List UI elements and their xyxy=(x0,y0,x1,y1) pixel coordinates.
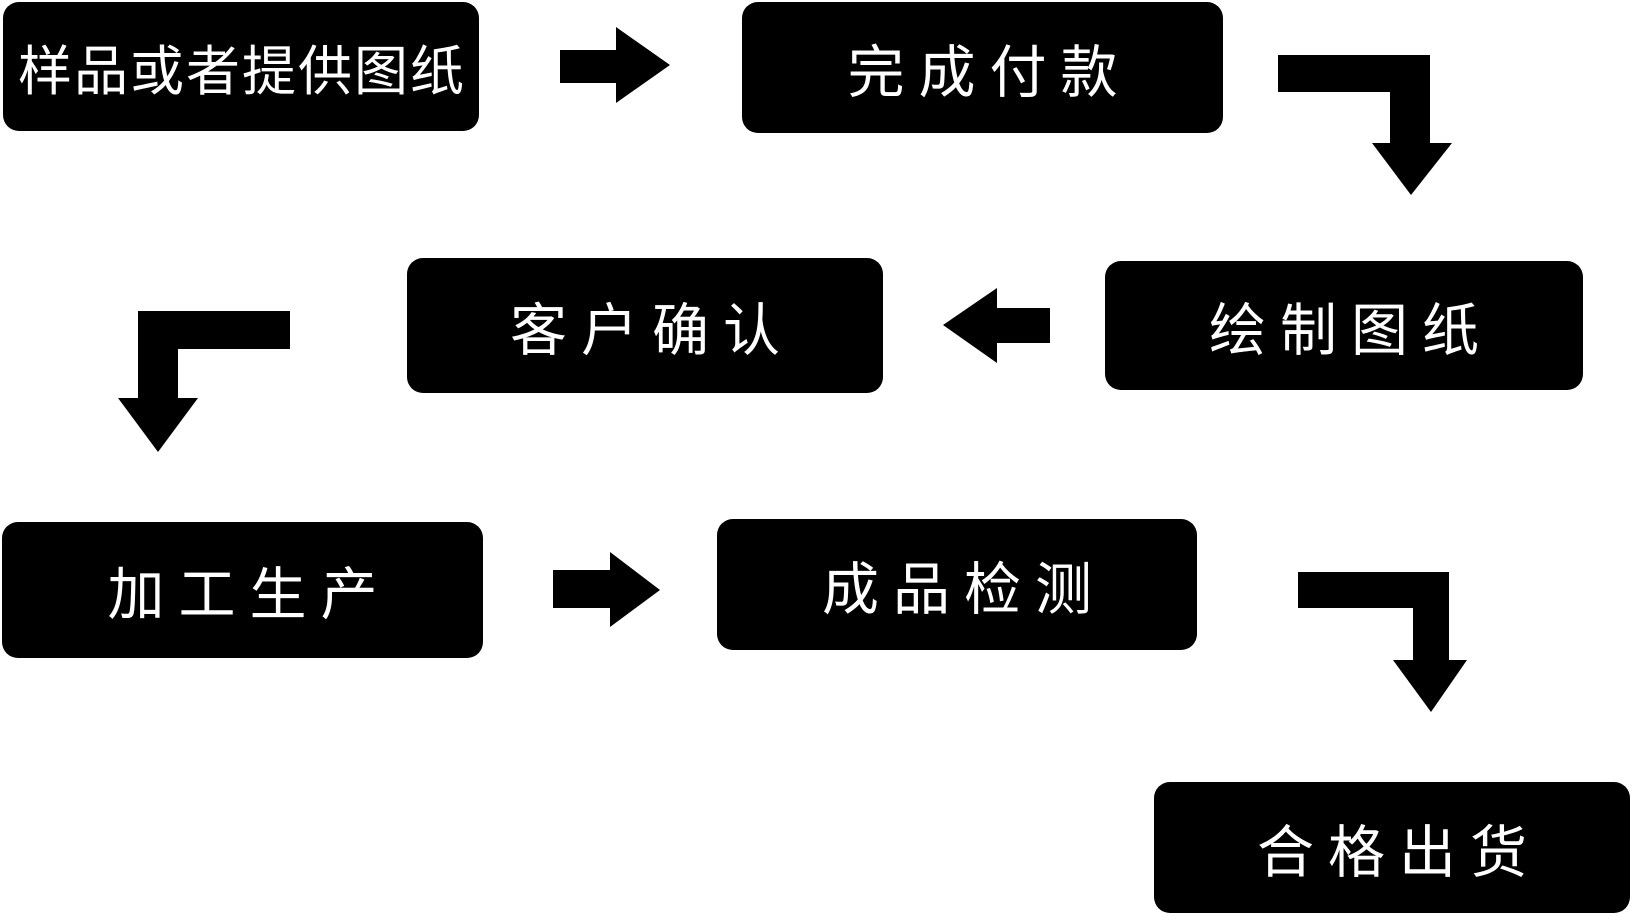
flow-node-inspect: 成品检测 xyxy=(717,519,1197,650)
flow-node-payment: 完成付款 xyxy=(742,2,1223,133)
arrow-payment-to-draw xyxy=(1278,55,1452,195)
flow-node-ship: 合格出货 xyxy=(1154,782,1630,913)
arrow-confirm-to-produce xyxy=(118,311,290,452)
arrow-inspect-to-ship xyxy=(1298,572,1467,712)
flow-node-draw: 绘制图纸 xyxy=(1105,261,1583,390)
arrow-produce-to-inspect xyxy=(553,552,660,627)
flow-node-sample: 样品或者提供图纸 xyxy=(3,2,479,131)
arrow-sample-to-payment xyxy=(560,27,670,103)
arrow-draw-to-confirm xyxy=(943,288,1050,363)
flow-node-confirm: 客户确认 xyxy=(407,258,883,393)
flow-node-produce: 加工生产 xyxy=(2,522,483,658)
